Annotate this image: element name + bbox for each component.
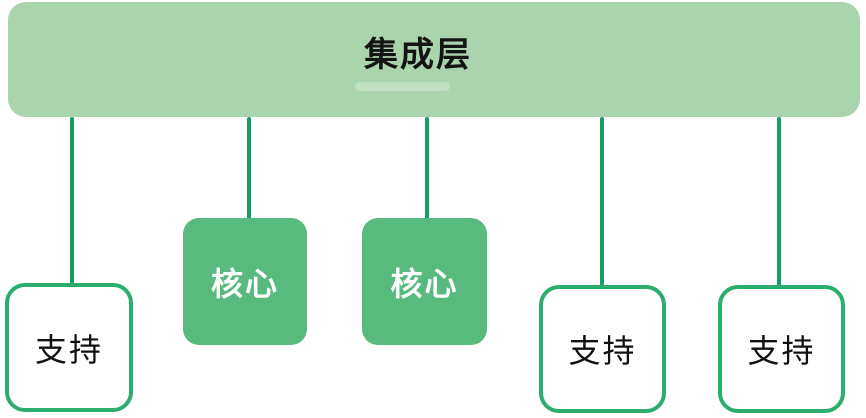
- connector-line-core-2: [425, 117, 429, 220]
- node-core-2-label: 核心: [390, 264, 459, 303]
- connector-line-support-2: [600, 117, 604, 287]
- integration-layer-bar: 集成层: [8, 2, 860, 117]
- node-support-3: 支持: [718, 285, 845, 413]
- node-support-2-label: 支持: [568, 332, 637, 370]
- integration-layer-title: 集成层: [364, 35, 472, 75]
- connector-line-support-3: [777, 117, 781, 287]
- node-core-1: 核心: [183, 218, 307, 345]
- node-core-1-label: 核心: [210, 264, 279, 303]
- connector-line-support-1: [70, 117, 74, 285]
- node-support-2: 支持: [539, 285, 666, 413]
- node-support-1: 支持: [5, 283, 133, 412]
- node-support-1-label: 支持: [34, 330, 103, 369]
- connector-line-core-1: [247, 117, 251, 220]
- node-support-3-label: 支持: [747, 332, 816, 370]
- node-core-2: 核心: [362, 218, 487, 345]
- erased-watermark-smudge: [355, 82, 450, 91]
